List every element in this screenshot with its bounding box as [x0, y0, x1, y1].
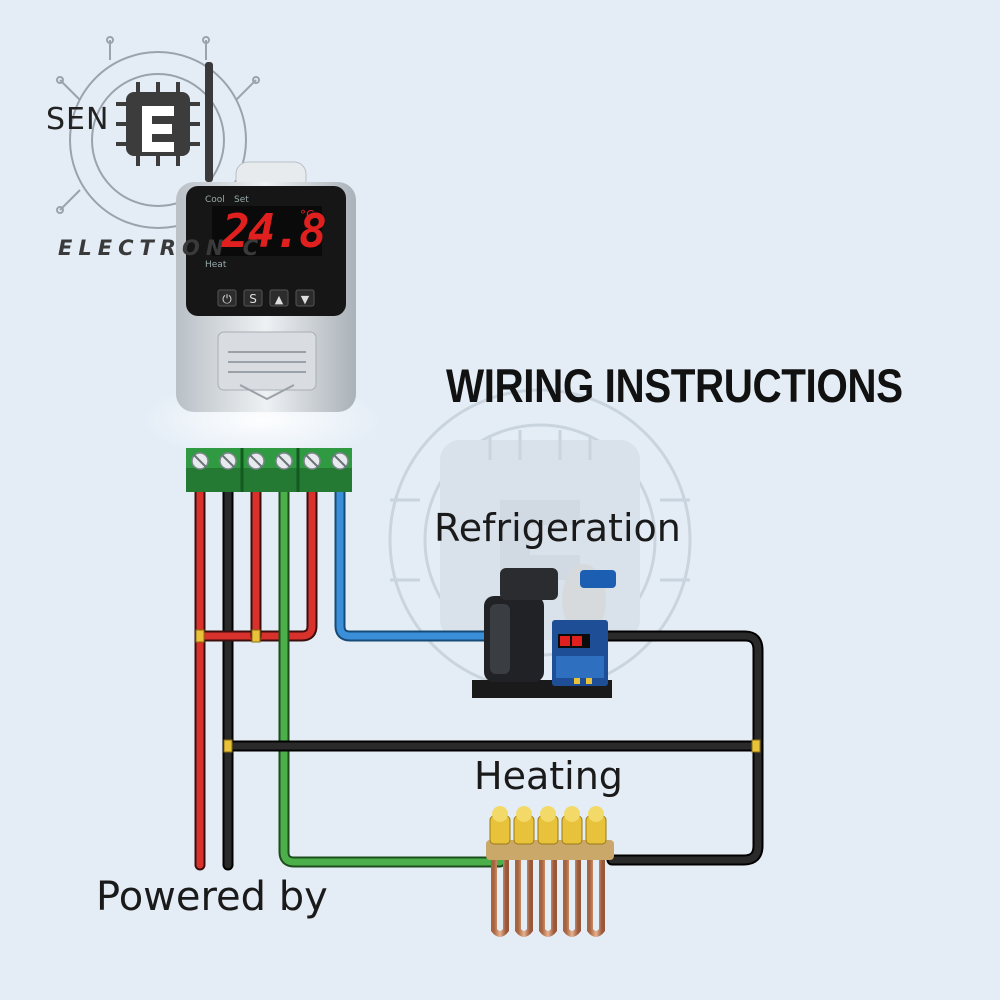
up-button[interactable]	[269, 289, 289, 307]
display-cool-label: Cool	[205, 195, 225, 205]
power-icon: ⏻	[222, 292, 232, 306]
temperature-unit: °C	[300, 208, 315, 222]
set-icon: S	[249, 292, 257, 306]
triangle-down-icon: ▼	[301, 293, 310, 306]
wire-joints	[195, 629, 761, 753]
antenna	[205, 62, 213, 182]
down-button[interactable]	[295, 289, 315, 307]
brand-name: SEN	[46, 102, 110, 137]
brand-logo	[56, 36, 260, 229]
display-set-label: Set	[234, 195, 249, 205]
brand-tagline: ELECTRON C	[58, 236, 265, 260]
refrigeration-label: Refrigeration	[434, 506, 681, 550]
set-button[interactable]	[243, 289, 263, 307]
temperature-readout: 24.8	[222, 204, 327, 258]
heating-label: Heating	[474, 754, 623, 798]
powered-by-label: Powered by	[96, 874, 328, 920]
power-button[interactable]	[217, 289, 237, 307]
page-title: WIRING INSTRUCTIONS	[446, 359, 903, 412]
terminal-block	[186, 448, 352, 492]
controller-buttons: ⏻ S ▲ ▼	[217, 289, 315, 307]
refrigeration-unit	[472, 564, 616, 698]
heating-elements	[486, 806, 614, 937]
thermostat-controller	[176, 161, 356, 412]
triangle-up-icon: ▲	[275, 293, 284, 306]
display-heat-label: Heat	[205, 260, 227, 270]
wires	[194, 484, 764, 871]
